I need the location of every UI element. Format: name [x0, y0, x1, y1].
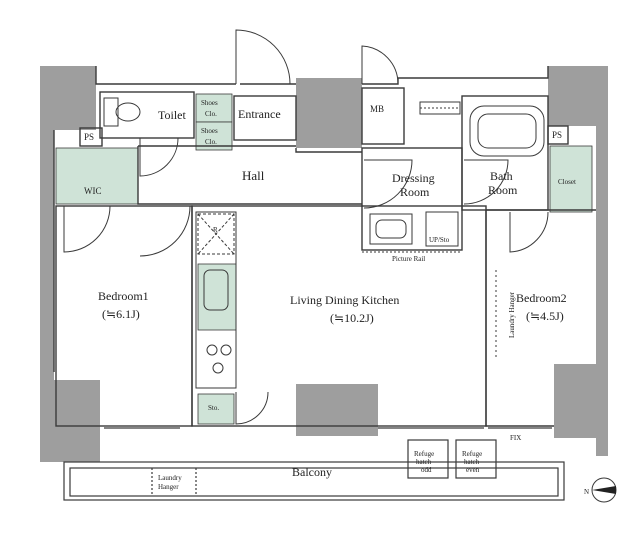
sto-label: Sto.: [208, 404, 219, 412]
hall-label: Hall: [242, 168, 265, 183]
balcony: [63, 427, 565, 501]
entrance-block: [233, 95, 297, 141]
up-sto-label: UP/Sto: [429, 236, 450, 244]
ps-left-box: [79, 127, 103, 147]
wall-bottom-column: [296, 384, 378, 436]
bath-label-1: Bath: [490, 169, 513, 183]
shoes-clo-1: [195, 93, 233, 123]
laundry-hanger-label-2: Hanger: [158, 483, 179, 491]
ps-left-label: PS: [84, 132, 94, 142]
entrance-label: Entrance: [238, 107, 281, 121]
shoes-clo-1-label-1: Shoes: [201, 99, 218, 107]
balcony-outline: [63, 461, 565, 501]
front-door: [235, 29, 291, 85]
laundry-hanger-label-1: Laundry: [158, 474, 182, 482]
ps-right-label: PS: [552, 130, 562, 140]
refuge-even-label-1: Refuge: [462, 450, 482, 458]
bedroom1-area: (≒6.1J): [102, 307, 140, 321]
doors: [63, 29, 549, 425]
bath-label-2: Room: [488, 183, 518, 197]
labels: Toilet Entrance Shoes Clo. Shoes Clo. MB…: [84, 99, 589, 496]
fixtures: [103, 97, 545, 389]
balcony-inner: [69, 467, 559, 497]
picture-rail-label: Picture Rail: [392, 255, 425, 263]
wall-left-lower: [40, 130, 54, 460]
bedroom2-label: Bedroom2: [516, 291, 567, 305]
hall-boundary: [137, 145, 362, 205]
wic-area: [55, 147, 139, 205]
refuge-hatch-even: [455, 439, 497, 479]
interior-walls: [55, 87, 596, 427]
shoes-clo-1-label-2: Clo.: [205, 110, 217, 118]
bedroom2-walls: [485, 209, 596, 427]
toilet-bowl: [115, 102, 141, 122]
wall-right-bottom-column: [554, 364, 608, 438]
bath-door: [463, 159, 509, 205]
fridge-x2: [197, 213, 235, 255]
bathtub: [469, 105, 545, 157]
ps-right-box: [547, 125, 569, 145]
bedroom2-area: (≒4.5J): [526, 309, 564, 323]
toilet-label: Toilet: [158, 108, 186, 122]
washer-space: [425, 211, 459, 247]
mb-label: MB: [370, 104, 384, 114]
balcony-label: Balcony: [292, 465, 332, 479]
closet-label: Closet: [558, 178, 576, 186]
mb-box: [361, 87, 405, 145]
wic-door: [139, 205, 191, 257]
structural-walls: [40, 66, 608, 462]
wall-left-column: [40, 66, 96, 130]
wall-right-column-top: [548, 66, 608, 126]
dressing-label-1: Dressing: [392, 171, 435, 185]
dressing-door: [363, 159, 413, 209]
wall-left-bottom-column: [40, 380, 100, 462]
sto-door: [235, 391, 269, 425]
north-label: N: [584, 488, 589, 496]
sto-area: [197, 393, 235, 425]
burner-3: [212, 362, 224, 374]
shoes-clo-2-label-2: Clo.: [205, 138, 217, 146]
fridge-label: R: [213, 226, 218, 234]
fix-label: FIX: [510, 434, 521, 442]
dressing-label-2: Room: [400, 185, 430, 199]
refuge-even-label-2: hatch: [464, 458, 480, 466]
refuge-odd-label-3: odd: [421, 466, 432, 474]
toilet-door: [139, 137, 179, 177]
laundry-hanger-vertical-label: Laundry Hanger: [508, 291, 516, 338]
washbasin: [369, 213, 413, 245]
refuge-odd-label-1: Refuge: [414, 450, 434, 458]
ldk-label: Living Dining Kitchen: [290, 293, 399, 307]
wic-label: WIC: [84, 186, 102, 196]
mb-door: [361, 45, 399, 85]
refuge-even-label-3: even: [466, 466, 480, 474]
bathtub-inner: [477, 113, 537, 149]
burner-1: [206, 344, 218, 356]
fridge-box: [197, 213, 235, 255]
shoes-clo-2-label-1: Shoes: [201, 127, 218, 135]
refuge-hatch-odd: [407, 439, 449, 479]
bedroom2-door: [509, 211, 549, 253]
burner-2: [220, 344, 232, 356]
kitchen-sink: [203, 269, 229, 311]
washbasin-inner: [375, 219, 407, 239]
closet-area: [549, 145, 593, 213]
toilet-room: [99, 91, 195, 139]
north-needle: [592, 486, 616, 494]
bedroom1-door: [63, 205, 111, 253]
north-arrow: [591, 477, 617, 503]
bedroom1-label: Bedroom1: [98, 289, 149, 303]
kitchen-counter: [195, 211, 237, 389]
wall-top-column: [296, 78, 362, 148]
refuge-odd-label-2: hatch: [416, 458, 432, 466]
ldk-area: (≒10.2J): [330, 311, 374, 325]
toilet-tank: [103, 97, 119, 127]
